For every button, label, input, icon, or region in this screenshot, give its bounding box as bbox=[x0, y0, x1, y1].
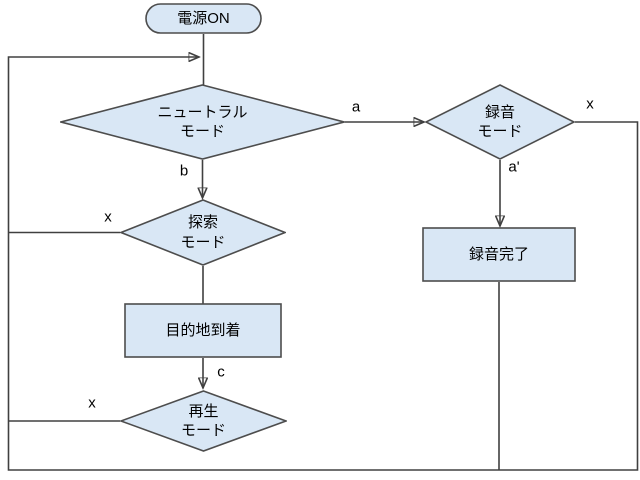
node-power-on: 電源ON bbox=[145, 3, 262, 34]
edge-label-x-record: x bbox=[586, 95, 594, 113]
node-record-complete-label: 録音完了 bbox=[468, 245, 529, 263]
node-destination-arrival: 目的地到着 bbox=[124, 303, 282, 358]
edge-feedback-loop bbox=[7, 57, 639, 471]
node-search-mode-label: 探索 モード bbox=[180, 214, 226, 251]
node-neutral-mode-label: ニュートラル モード bbox=[157, 103, 248, 141]
edge-label-x-search: x bbox=[104, 208, 112, 226]
node-destination-arrival-label: 目的地到着 bbox=[165, 321, 241, 339]
node-record-complete: 録音完了 bbox=[422, 227, 576, 282]
node-power-on-label: 電源ON bbox=[177, 9, 230, 27]
edge-label-b: b bbox=[179, 162, 189, 180]
node-record-mode: 録音 モード bbox=[425, 84, 575, 160]
node-search-mode: 探索 モード bbox=[120, 199, 286, 266]
edge-label-a: a bbox=[351, 98, 361, 116]
edge-label-a-prime: a' bbox=[508, 158, 520, 176]
node-record-mode-label: 録音 モード bbox=[477, 103, 523, 141]
node-play-mode-label: 再生 モード bbox=[180, 402, 226, 440]
node-neutral-mode: ニュートラル モード bbox=[60, 84, 345, 160]
node-play-mode: 再生 モード bbox=[120, 390, 287, 452]
edge-label-x-play: x bbox=[88, 394, 96, 412]
edge-label-c: c bbox=[217, 363, 225, 381]
